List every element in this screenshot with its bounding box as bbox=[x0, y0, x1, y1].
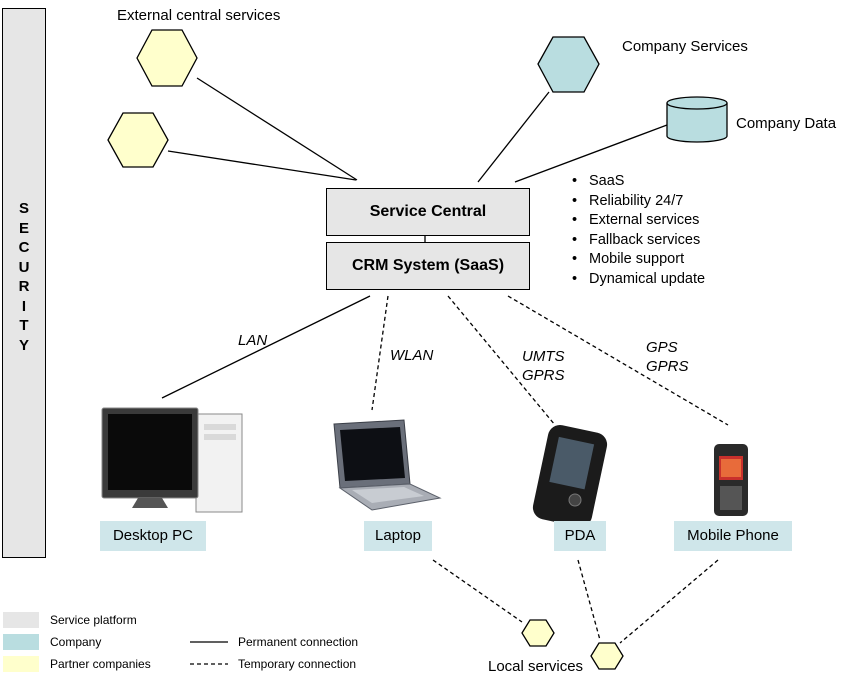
line-phone-local bbox=[619, 559, 719, 644]
database-icon bbox=[666, 96, 728, 143]
laptop-icon bbox=[333, 419, 442, 511]
legend-swatch-company bbox=[3, 634, 39, 650]
line-external-top bbox=[196, 77, 358, 181]
legend-service-platform: Service platform bbox=[50, 613, 137, 627]
line-laptop-local bbox=[432, 559, 523, 623]
gprs-phone-label: GPRS bbox=[646, 358, 689, 375]
pda-label: PDA bbox=[554, 521, 606, 551]
wlan-label: WLAN bbox=[390, 347, 434, 364]
service-central-box: Service Central bbox=[326, 188, 530, 236]
legend-company: Company bbox=[50, 635, 101, 649]
legend-swatch-service-platform bbox=[3, 612, 39, 628]
feature-item: SaaS bbox=[572, 172, 705, 192]
line-pda-local bbox=[577, 559, 601, 641]
security-letter: T bbox=[19, 317, 29, 334]
security-letter: S bbox=[18, 200, 29, 217]
line-wlan bbox=[371, 295, 389, 411]
mobile-phone-label: Mobile Phone bbox=[674, 521, 792, 551]
legend-partner-companies: Partner companies bbox=[50, 657, 151, 671]
security-letter: U bbox=[18, 258, 30, 276]
line-company-services bbox=[477, 91, 550, 183]
desktop-pc-label: Desktop PC bbox=[100, 521, 206, 551]
partner-hexagon-icon bbox=[136, 29, 198, 87]
gps-label: GPS bbox=[646, 339, 678, 356]
crm-system-label: CRM System (SaaS) bbox=[351, 257, 505, 274]
gprs-pda-label: GPRS bbox=[522, 367, 565, 384]
legend-permanent-connection: Permanent connection bbox=[238, 635, 358, 649]
legend-swatch-partner bbox=[3, 656, 39, 672]
local-service-hexagon-icon bbox=[590, 642, 624, 670]
umts-label: UMTS bbox=[522, 348, 565, 365]
feature-item: External services bbox=[572, 211, 705, 231]
company-hexagon-icon bbox=[537, 36, 600, 93]
local-services-label: Local services bbox=[488, 658, 583, 675]
feature-item: Dynamical update bbox=[572, 270, 705, 290]
feature-list: SaaSReliability 24/7External servicesFal… bbox=[572, 172, 705, 289]
feature-item: Fallback services bbox=[572, 231, 705, 251]
line-external-bottom bbox=[167, 150, 357, 181]
pda-icon bbox=[532, 425, 608, 527]
service-central-label: Service Central bbox=[369, 203, 487, 220]
security-letter: E bbox=[18, 219, 29, 237]
legend-temporary-connection: Temporary connection bbox=[238, 657, 356, 671]
crm-system-box: CRM System (SaaS) bbox=[326, 242, 530, 290]
security-letter: C bbox=[18, 239, 30, 256]
line-company-data bbox=[514, 124, 668, 183]
company-services-label: Company Services bbox=[622, 38, 748, 55]
local-service-hexagon-icon bbox=[521, 619, 555, 647]
desktop-pc-icon bbox=[101, 407, 243, 513]
laptop-label: Laptop bbox=[364, 521, 432, 551]
lan-label: LAN bbox=[238, 332, 267, 349]
security-letter: R bbox=[18, 278, 30, 295]
mobile-phone-icon bbox=[714, 444, 748, 516]
security-letter: Y bbox=[18, 336, 29, 354]
security-letter: I bbox=[21, 297, 27, 315]
company-data-label: Company Data bbox=[736, 115, 837, 132]
line-lan bbox=[161, 295, 371, 399]
feature-item: Reliability 24/7 bbox=[572, 192, 705, 212]
line-gps bbox=[507, 295, 729, 426]
feature-item: Mobile support bbox=[572, 250, 705, 270]
partner-hexagon-icon bbox=[107, 112, 169, 168]
external-central-services-label: External central services bbox=[117, 7, 280, 24]
